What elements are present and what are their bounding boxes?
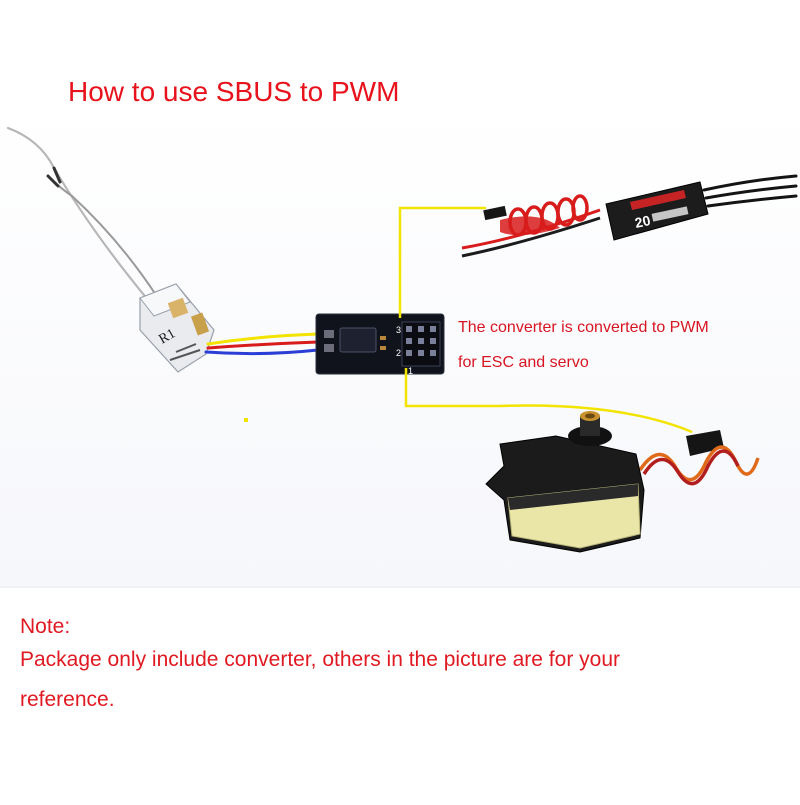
callout-line-1: The converter is converted to PWM <box>458 319 709 336</box>
svg-text:R1: R1 <box>157 326 179 347</box>
esc-icon: 20 <box>461 174 798 258</box>
pin-label-2: 2 <box>396 348 401 358</box>
page-title: How to use SBUS to PWM <box>68 76 400 107</box>
callout-line-2: for ESC and servo <box>458 354 589 371</box>
receiver-antennas <box>6 126 159 302</box>
receiver-to-converter-wires <box>204 332 320 356</box>
receiver-icon: R1 <box>139 283 215 373</box>
converter-board-icon: 3 2 1 <box>315 313 445 376</box>
pin-label-3: 3 <box>396 325 401 335</box>
note-heading: Note: <box>20 615 71 638</box>
signal-lead-to-servo <box>404 368 693 434</box>
note-line-1: Package only include converter, others i… <box>20 648 620 671</box>
servo-icon <box>485 411 760 553</box>
note-line-2: reference. <box>20 688 115 711</box>
pin-label-1: 1 <box>408 366 413 376</box>
svg-text:20: 20 <box>633 212 652 231</box>
signal-lead-to-esc <box>398 206 486 318</box>
stray-mark <box>244 418 248 422</box>
section-divider <box>0 586 800 588</box>
